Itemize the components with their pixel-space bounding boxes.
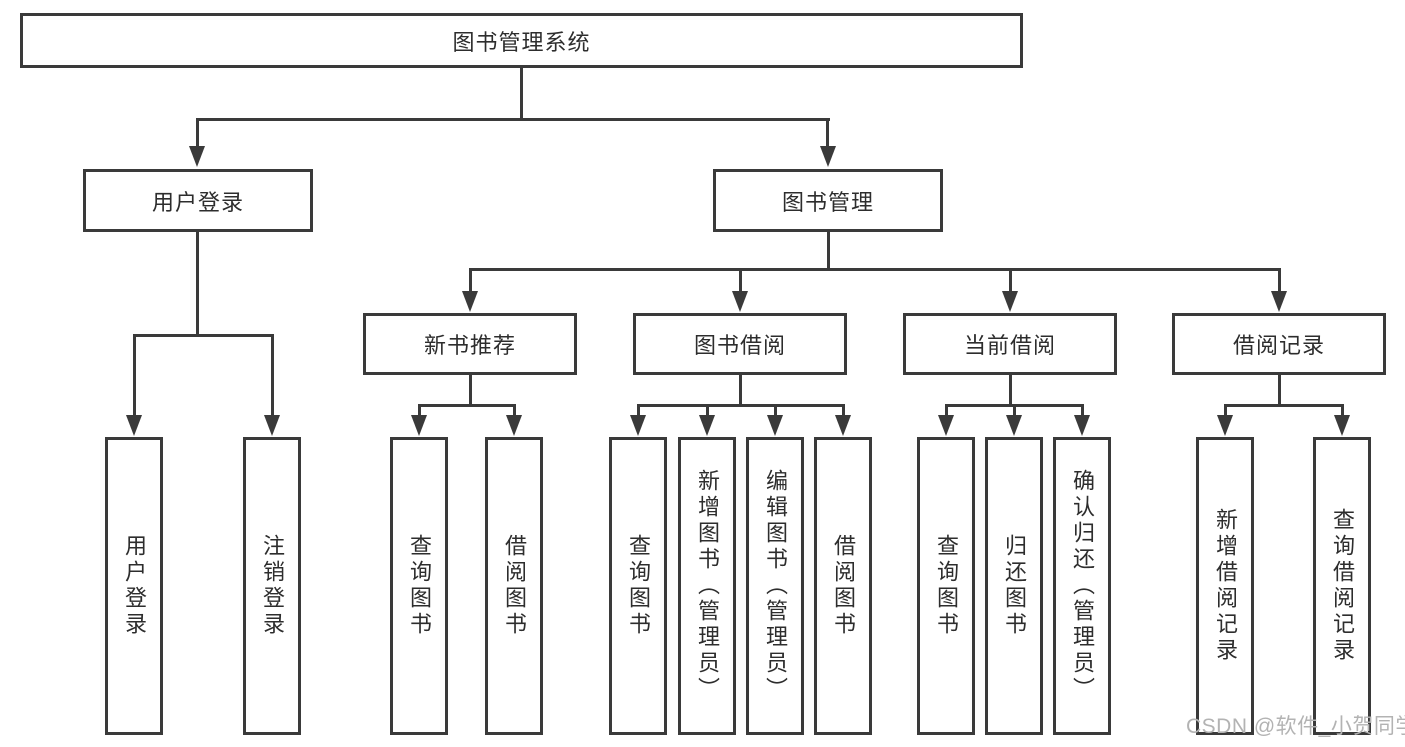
leaf-borrow-books-recommend: 借阅图书 <box>485 437 543 735</box>
node-current-borrowing: 当前借阅 <box>903 313 1117 375</box>
connector-line <box>469 268 472 293</box>
leaf-query-borrow-record: 查询借阅记录 <box>1313 437 1371 735</box>
connector-line <box>133 334 136 416</box>
arrowhead-icon <box>189 146 205 167</box>
leaf-label: 借阅图书 <box>831 534 856 638</box>
leaf-return-books: 归还图书 <box>985 437 1043 735</box>
leaf-confirm-return-admin: 确认归还（管理员） <box>1053 437 1111 735</box>
node-new-book-recommendation: 新书推荐 <box>363 313 577 375</box>
leaf-add-borrow-record: 新增借阅记录 <box>1196 437 1254 735</box>
arrowhead-icon <box>938 415 954 436</box>
node-book-management: 图书管理 <box>713 169 943 232</box>
node-book-borrowing: 图书借阅 <box>633 313 847 375</box>
connector-line <box>1009 268 1012 293</box>
arrowhead-icon <box>835 415 851 436</box>
connector-line <box>469 268 1281 271</box>
connector-line <box>418 404 516 407</box>
arrowhead-icon <box>1334 415 1350 436</box>
arrowhead-icon <box>462 291 478 312</box>
arrowhead-icon <box>630 415 646 436</box>
connector-line <box>827 231 830 271</box>
arrowhead-icon <box>1006 415 1022 436</box>
leaf-label: 编辑图书（管理员） <box>763 469 788 703</box>
leaf-label: 查询图书 <box>626 534 651 638</box>
leaf-add-books-admin: 新增图书（管理员） <box>678 437 736 735</box>
connector-line <box>196 118 830 121</box>
connector-line <box>469 374 472 406</box>
leaf-query-books-borrowing: 查询图书 <box>609 437 667 735</box>
connector-line <box>1009 374 1012 406</box>
connector-line <box>1278 374 1281 406</box>
connector-line <box>1013 404 1016 417</box>
arrowhead-icon <box>732 291 748 312</box>
arrowhead-icon <box>506 415 522 436</box>
leaf-label: 查询图书 <box>407 534 432 638</box>
leaf-query-books-current: 查询图书 <box>917 437 975 735</box>
connector-line <box>637 404 845 407</box>
node-label: 新书推荐 <box>423 333 516 358</box>
leaf-label: 归还图书 <box>1002 534 1027 638</box>
leaf-label: 新增图书（管理员） <box>695 469 720 703</box>
leaf-label: 借阅图书 <box>502 534 527 638</box>
connector-line <box>1224 404 1227 417</box>
connector-line <box>945 404 948 417</box>
watermark: CSDN @软件_小贺同学 <box>1186 715 1405 738</box>
leaf-logout: 注销登录 <box>243 437 301 735</box>
connector-line <box>271 334 274 416</box>
arrowhead-icon <box>264 415 280 436</box>
leaf-query-books-recommend: 查询图书 <box>390 437 448 735</box>
leaf-edit-books-admin: 编辑图书（管理员） <box>746 437 804 735</box>
node-label: 图书管理系统 <box>452 29 591 55</box>
connector-line <box>1278 268 1281 293</box>
arrowhead-icon <box>126 415 142 436</box>
arrowhead-icon <box>1074 415 1090 436</box>
node-label: 用户登录 <box>151 189 244 215</box>
leaf-label: 新增借阅记录 <box>1213 508 1238 664</box>
connector-line <box>418 404 421 417</box>
node-borrowing-records: 借阅记录 <box>1172 313 1386 375</box>
leaf-user-login: 用户登录 <box>105 437 163 735</box>
node-label: 当前借阅 <box>963 333 1056 358</box>
connector-line <box>196 231 199 335</box>
connector-line <box>520 68 523 120</box>
node-label: 图书管理 <box>781 189 874 215</box>
connector-line <box>774 404 777 417</box>
connector-line <box>196 118 199 148</box>
connector-line <box>1081 404 1084 417</box>
connector-line <box>826 118 829 148</box>
node-user-login: 用户登录 <box>83 169 313 232</box>
node-label: 借阅记录 <box>1232 333 1325 358</box>
connector-line <box>706 404 709 417</box>
leaf-label: 用户登录 <box>122 534 147 638</box>
connector-line <box>842 404 845 417</box>
connector-line <box>739 374 742 406</box>
arrowhead-icon <box>1217 415 1233 436</box>
connector-line <box>1341 404 1344 417</box>
leaf-borrow-books-borrowing: 借阅图书 <box>814 437 872 735</box>
leaf-label: 查询图书 <box>934 534 959 638</box>
arrowhead-icon <box>699 415 715 436</box>
connector-line <box>637 404 640 417</box>
node-label: 图书借阅 <box>693 333 786 358</box>
arrowhead-icon <box>820 146 836 167</box>
arrowhead-icon <box>411 415 427 436</box>
connector-line <box>1224 404 1344 407</box>
leaf-label: 查询借阅记录 <box>1330 508 1355 664</box>
leaf-label: 注销登录 <box>260 534 285 638</box>
connector-line <box>739 268 742 293</box>
arrowhead-icon <box>1002 291 1018 312</box>
arrowhead-icon <box>1271 291 1287 312</box>
connector-line <box>513 404 516 417</box>
node-library-system: 图书管理系统 <box>20 13 1023 68</box>
arrowhead-icon <box>767 415 783 436</box>
leaf-label: 确认归还（管理员） <box>1070 469 1095 703</box>
connector-line <box>133 334 274 337</box>
